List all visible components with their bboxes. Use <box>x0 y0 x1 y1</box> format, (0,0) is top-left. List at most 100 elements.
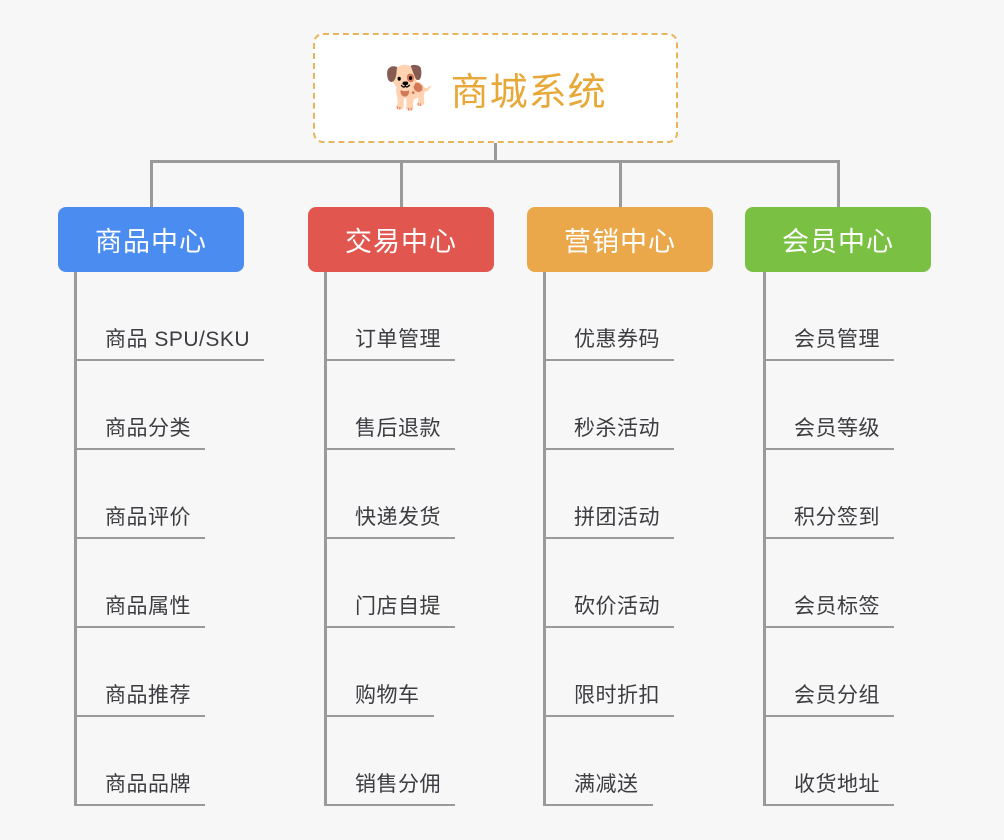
category-spine-connector <box>543 272 546 806</box>
leaf-underline: 商品 SPU/SKU <box>74 323 265 361</box>
leaf-item[interactable]: 会员管理 <box>763 272 894 361</box>
category-header-2[interactable]: 交易中心 <box>308 207 494 272</box>
leaf-item[interactable]: 会员等级 <box>763 361 894 450</box>
category-drop-connector <box>619 160 622 208</box>
leaf-label: 会员分组 <box>794 684 880 707</box>
leaf-underline: 商品分类 <box>74 412 205 450</box>
leaf-underline: 会员等级 <box>763 412 894 450</box>
leaf-underline: 售后退款 <box>324 412 455 450</box>
leaf-underline: 会员分组 <box>763 679 894 717</box>
leaf-label: 会员等级 <box>794 417 880 440</box>
category-label: 交易中心 <box>345 227 457 257</box>
leaf-label: 收货地址 <box>794 773 880 796</box>
leaf-underline: 秒杀活动 <box>543 412 674 450</box>
leaf-underline: 商品品牌 <box>74 768 205 806</box>
leaf-underline: 拼团活动 <box>543 501 674 539</box>
leaf-underline: 优惠券码 <box>543 323 674 361</box>
leaf-item[interactable]: 商品品牌 <box>74 717 264 806</box>
leaf-item[interactable]: 会员标签 <box>763 539 894 628</box>
leaf-list: 商品 SPU/SKU 商品分类商品评价商品属性商品推荐商品品牌 <box>74 272 265 806</box>
leaf-underline: 商品评价 <box>74 501 205 539</box>
leaf-label: 快递发货 <box>355 506 441 529</box>
leaf-item[interactable]: 满减送 <box>543 717 674 806</box>
leaf-label: 商品 SPU/SKU <box>105 328 251 351</box>
category-spine-connector <box>74 272 77 806</box>
category-drop-connector <box>837 160 840 208</box>
category-drop-connector <box>400 160 403 208</box>
leaf-item[interactable]: 订单管理 <box>324 272 455 361</box>
leaf-label: 会员标签 <box>794 595 880 618</box>
leaf-item[interactable]: 门店自提 <box>324 539 455 628</box>
leaf-label: 商品品牌 <box>105 773 191 796</box>
leaf-item[interactable]: 收货地址 <box>763 717 894 806</box>
category-label: 会员中心 <box>782 227 894 257</box>
leaf-item[interactable]: 快递发货 <box>324 450 455 539</box>
category-drop-connector <box>150 160 153 208</box>
category-column: 会员中心 <box>745 207 931 272</box>
leaf-label: 商品分类 <box>105 417 191 440</box>
leaf-underline: 满减送 <box>543 768 653 806</box>
leaf-label: 限时折扣 <box>574 684 660 707</box>
category-label: 商品中心 <box>95 227 207 257</box>
leaf-item[interactable]: 优惠券码 <box>543 272 674 361</box>
category-column: 营销中心 <box>527 207 713 272</box>
leaf-item[interactable]: 商品分类 <box>74 361 264 450</box>
leaf-underline: 商品属性 <box>74 590 205 628</box>
leaf-label: 商品推荐 <box>105 684 191 707</box>
leaf-label: 积分签到 <box>794 506 880 529</box>
leaf-label: 砍价活动 <box>574 595 660 618</box>
horizontal-bus-connector <box>150 160 838 163</box>
leaf-underline: 积分签到 <box>763 501 894 539</box>
leaf-item[interactable]: 限时折扣 <box>543 628 674 717</box>
leaf-item[interactable]: 拼团活动 <box>543 450 674 539</box>
leaf-label: 售后退款 <box>355 417 441 440</box>
category-label: 营销中心 <box>564 227 676 257</box>
leaf-underline: 商品推荐 <box>74 679 205 717</box>
leaf-underline: 购物车 <box>324 679 434 717</box>
leaf-item[interactable]: 售后退款 <box>324 361 455 450</box>
leaf-label: 优惠券码 <box>574 328 660 351</box>
leaf-label: 商品评价 <box>105 506 191 529</box>
leaf-underline: 收货地址 <box>763 768 894 806</box>
root-title: 商城系统 <box>450 71 607 114</box>
leaf-label: 门店自提 <box>355 595 441 618</box>
leaf-label: 购物车 <box>355 684 420 707</box>
leaf-list: 会员管理会员等级积分签到会员标签会员分组收货地址 <box>763 272 894 806</box>
leaf-item[interactable]: 砍价活动 <box>543 539 674 628</box>
leaf-label: 订单管理 <box>355 328 441 351</box>
leaf-item[interactable]: 秒杀活动 <box>543 361 674 450</box>
leaf-label: 商品属性 <box>105 595 191 618</box>
leaf-label: 满减送 <box>574 773 639 796</box>
category-column: 商品中心 <box>58 207 244 272</box>
leaf-underline: 快递发货 <box>324 501 455 539</box>
leaf-underline: 会员标签 <box>763 590 894 628</box>
category-spine-connector <box>324 272 327 806</box>
category-spine-connector <box>763 272 766 806</box>
leaf-item[interactable]: 商品推荐 <box>74 628 264 717</box>
category-header-1[interactable]: 商品中心 <box>58 207 244 272</box>
leaf-item[interactable]: 商品评价 <box>74 450 264 539</box>
leaf-item[interactable]: 购物车 <box>324 628 455 717</box>
leaf-label: 秒杀活动 <box>574 417 660 440</box>
leaf-item[interactable]: 会员分组 <box>763 628 894 717</box>
leaf-item[interactable]: 积分签到 <box>763 450 894 539</box>
leaf-underline: 订单管理 <box>324 323 455 361</box>
leaf-item[interactable]: 商品 SPU/SKU <box>74 272 265 361</box>
root-trunk-connector <box>494 143 497 162</box>
leaf-label: 拼团活动 <box>574 506 660 529</box>
leaf-list: 订单管理售后退款快递发货门店自提购物车销售分佣 <box>324 272 455 806</box>
leaf-label: 会员管理 <box>794 328 880 351</box>
leaf-list: 优惠券码秒杀活动拼团活动砍价活动限时折扣满减送 <box>543 272 674 806</box>
root-node[interactable]: 🐕 商城系统 <box>313 33 678 143</box>
category-header-4[interactable]: 会员中心 <box>745 207 931 272</box>
leaf-underline: 销售分佣 <box>324 768 455 806</box>
category-column: 交易中心 <box>308 207 494 272</box>
leaf-label: 销售分佣 <box>355 773 441 796</box>
leaf-underline: 门店自提 <box>324 590 455 628</box>
category-header-3[interactable]: 营销中心 <box>527 207 713 272</box>
leaf-item[interactable]: 销售分佣 <box>324 717 455 806</box>
leaf-item[interactable]: 商品属性 <box>74 539 264 628</box>
leaf-underline: 砍价活动 <box>543 590 674 628</box>
leaf-underline: 会员管理 <box>763 323 894 361</box>
